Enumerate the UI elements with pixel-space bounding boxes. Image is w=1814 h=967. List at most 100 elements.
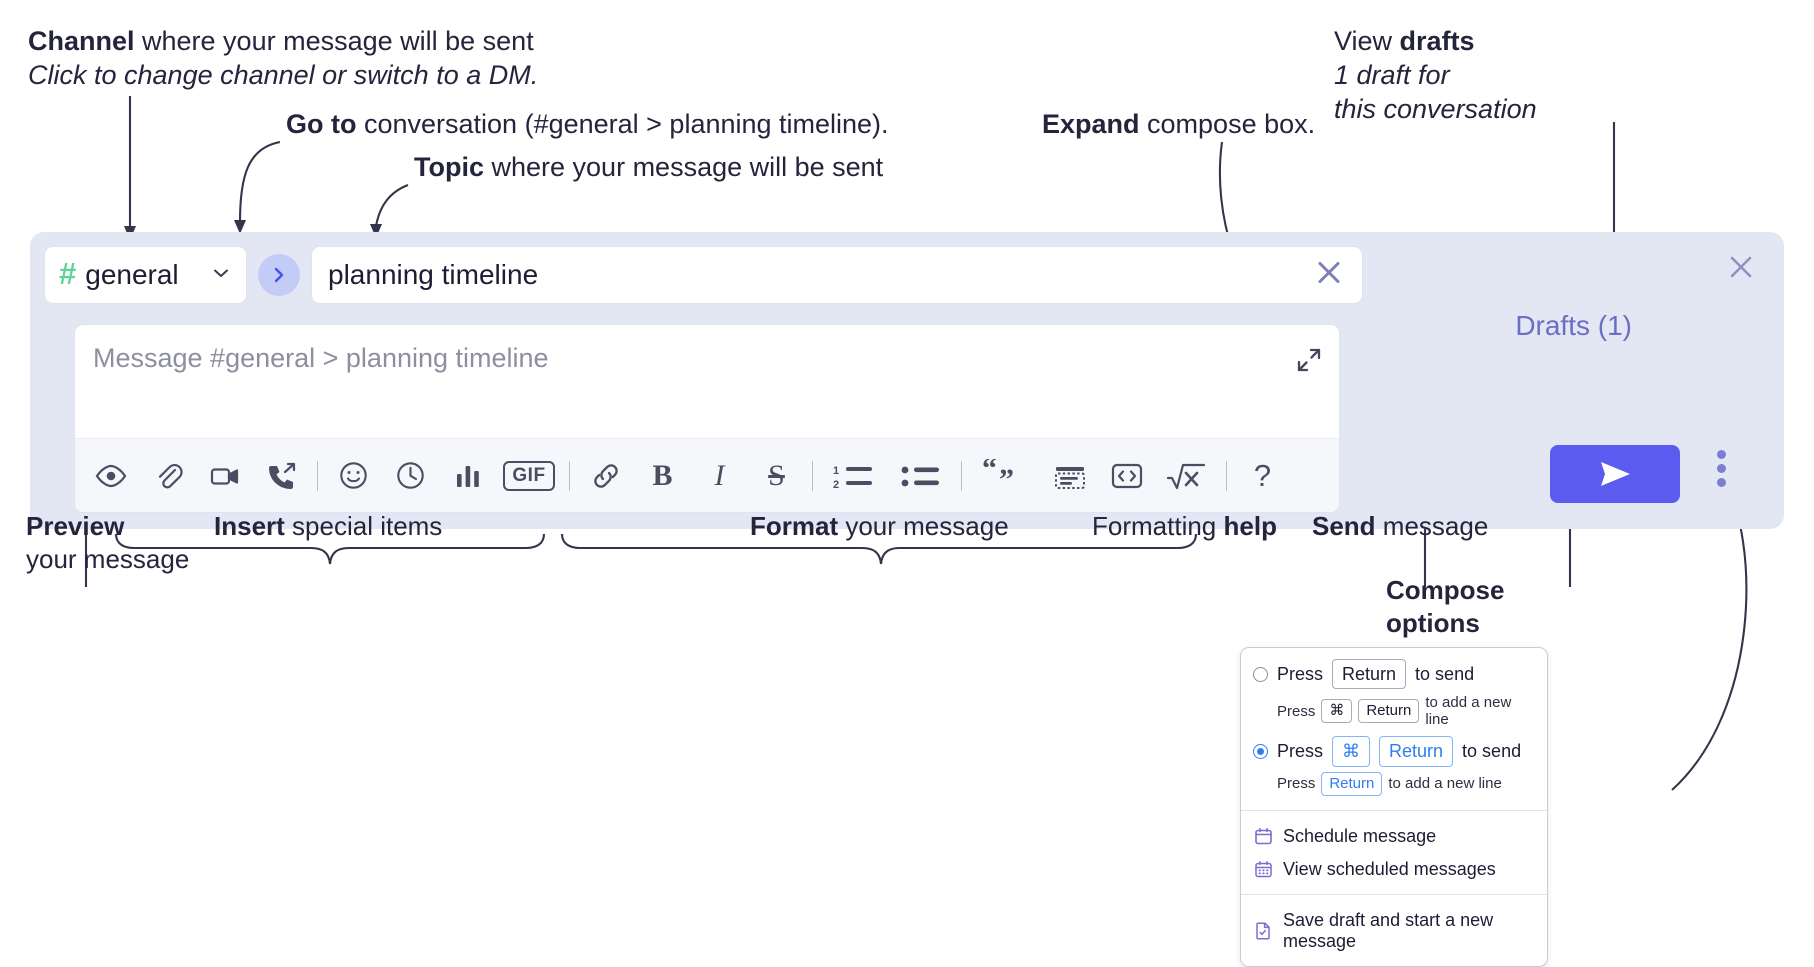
toolbar-divider [961, 460, 962, 491]
option1-key: Return [1332, 659, 1407, 690]
bold-icon: B [652, 458, 673, 492]
expand-compose-button[interactable] [1294, 345, 1324, 380]
go-to-conversation-button[interactable] [258, 254, 300, 296]
annotation-channel: Channel where your message will be sent … [28, 26, 539, 91]
compose-options-button[interactable] [1717, 450, 1726, 487]
formatting-toolbar: GIF B I [75, 438, 1339, 512]
annotation-insert: Insert special items [214, 511, 443, 541]
link-button[interactable] [582, 452, 629, 499]
close-icon [1730, 256, 1752, 278]
svg-text:1: 1 [833, 465, 839, 477]
math-button[interactable] [1160, 452, 1214, 499]
compose-header-row: # general planning timeline [44, 246, 1363, 304]
italic-button[interactable]: I [696, 452, 743, 499]
send-button[interactable] [1550, 445, 1680, 503]
option1-sub-key2: Return [1358, 699, 1420, 724]
channel-selector-button[interactable]: # general [44, 246, 247, 304]
toolbar-divider [1226, 460, 1227, 491]
expand-icon [1297, 348, 1321, 372]
code-block-button[interactable] [1103, 452, 1150, 499]
video-clip-button[interactable] [201, 452, 248, 499]
option1-sub-key1: ⌘ [1321, 699, 1353, 724]
message-placeholder: Message #general > planning timeline [93, 343, 549, 373]
radio-icon-selected[interactable] [1253, 743, 1268, 759]
menu-option-return-to-send[interactable]: Press Return to send [1241, 657, 1547, 691]
poll-button[interactable] [444, 452, 491, 499]
strikethrough-icon: S [768, 458, 785, 492]
gif-button[interactable]: GIF [501, 452, 557, 499]
topic-value: planning timeline [328, 259, 539, 290]
toolbar-divider [317, 460, 318, 491]
menu-option2-subtext: Press Return to add a new line [1241, 769, 1547, 802]
document-check-icon [1253, 921, 1273, 941]
option2-post: to send [1462, 740, 1522, 761]
radio-icon[interactable] [1253, 666, 1268, 682]
send-shortcut-options: Press Return to send Press ⌘ Return to a… [1241, 648, 1547, 810]
toolbar-divider [569, 460, 570, 491]
compose-options-menu: Press Return to send Press ⌘ Return to a… [1240, 647, 1548, 967]
ordered-list-icon: 1 2 [833, 465, 872, 491]
paperclip-icon [158, 463, 183, 488]
math-icon [1166, 463, 1206, 489]
quote-block-button[interactable] [1046, 452, 1093, 499]
toolbar-divider [812, 460, 813, 491]
menu-divider [1241, 809, 1547, 811]
poll-icon [456, 465, 479, 487]
emoji-icon [340, 462, 367, 489]
hash-icon: # [59, 256, 77, 291]
emoji-button[interactable] [330, 452, 377, 499]
screenshot-stage: Channel where your message will be sent … [26, 26, 1784, 967]
help-icon: ? [1253, 457, 1272, 493]
option1-pre: Press [1277, 663, 1324, 684]
code-block-icon [1111, 463, 1142, 488]
option2-sub-key: Return [1321, 771, 1383, 796]
ordered-list-button[interactable]: 1 2 [825, 452, 883, 499]
bold-button[interactable]: B [639, 452, 686, 499]
strikethrough-button[interactable]: S [753, 452, 800, 499]
option2-key1: ⌘ [1332, 736, 1371, 767]
option2-key2: Return [1379, 736, 1454, 767]
italic-icon: I [714, 458, 725, 492]
option2-sub-post: to add a new line [1388, 775, 1502, 793]
message-input-area[interactable]: Message #general > planning timeline [74, 324, 1340, 513]
clear-topic-button[interactable] [1312, 256, 1346, 295]
gif-icon: GIF [503, 460, 555, 491]
menu-option-cmd-return-to-send[interactable]: Press ⌘ Return to send [1241, 734, 1547, 768]
schedule-button[interactable] [387, 452, 434, 499]
menu-divider [1241, 893, 1547, 895]
calendar-icon [1253, 826, 1273, 846]
annotation-expand: Expand compose box. [1042, 109, 1316, 139]
eye-icon [95, 464, 126, 487]
menu-item-label: Save draft and start a new message [1283, 909, 1494, 951]
close-compose-button[interactable] [1724, 250, 1758, 289]
bullet-list-icon [901, 466, 939, 486]
formatting-help-button[interactable]: ? [1239, 452, 1286, 499]
calendar-grid-icon [1253, 859, 1273, 879]
option2-sub-pre: Press [1277, 775, 1316, 793]
topic-input[interactable]: planning timeline [311, 246, 1363, 304]
call-forward-icon [268, 462, 295, 489]
annotation-formatting-help: Formatting help [1092, 511, 1277, 541]
drafts-link[interactable]: Drafts (1) [1515, 310, 1632, 341]
bullet-list-button[interactable] [893, 452, 949, 499]
menu-item-save-draft[interactable]: Save draft and start a new message [1241, 904, 1547, 958]
menu-item-schedule-message[interactable]: Schedule message [1241, 820, 1547, 853]
blockquote-box-icon [1054, 466, 1085, 489]
menu-item-label: Schedule message [1283, 825, 1437, 846]
annotation-send: Send message [1312, 511, 1489, 541]
kebab-dot [1717, 478, 1726, 487]
blockquote-button[interactable]: “ ” [974, 452, 1036, 499]
menu-item-view-scheduled[interactable]: View scheduled messages [1241, 853, 1547, 886]
huddle-button[interactable] [258, 452, 305, 499]
svg-text:2: 2 [833, 479, 839, 491]
menu-item-label: View scheduled messages [1283, 858, 1496, 879]
schedule-section: Schedule message View scheduled messages [1241, 811, 1547, 894]
annotation-format: Format your message [750, 511, 1009, 541]
attach-file-button[interactable] [144, 452, 191, 499]
preview-button[interactable] [87, 452, 134, 499]
compose-panel: # general planning timeline Message #gen… [30, 232, 1784, 529]
option1-post: to send [1415, 663, 1475, 684]
blockquote-icon: “ ” [982, 459, 1014, 493]
clock-icon [397, 462, 424, 489]
annotation-goto: Go to conversation (#general > planning … [286, 109, 889, 139]
